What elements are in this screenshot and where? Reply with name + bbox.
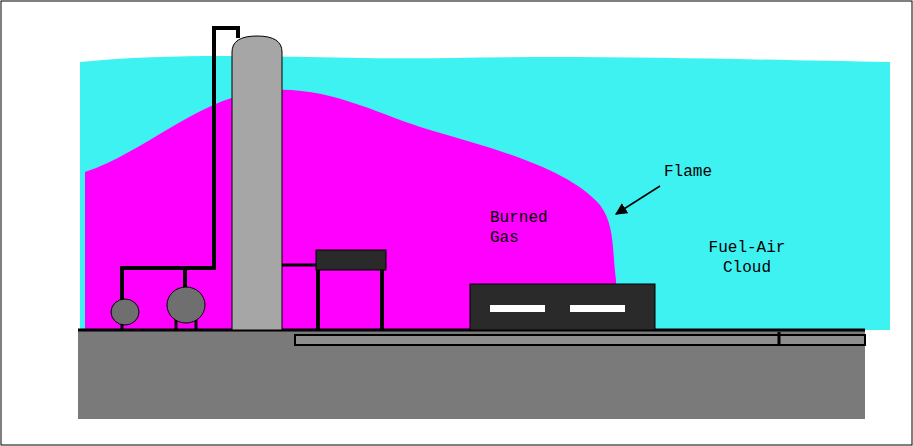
- rack-leg: [316, 270, 320, 330]
- storage-sphere: [111, 299, 139, 325]
- storage-sphere: [167, 287, 205, 323]
- pipe-joint: [778, 332, 781, 345]
- pipe: [122, 28, 238, 300]
- region-label: Burned Gas: [490, 208, 570, 248]
- rack-structure: [316, 250, 386, 270]
- rack-leg: [380, 270, 384, 330]
- region-label: Flame: [664, 162, 754, 182]
- window: [570, 305, 625, 312]
- window: [490, 305, 545, 312]
- fuel-air-cloud: [80, 56, 890, 330]
- process-column: [232, 36, 282, 330]
- region-label: Fuel-Air Cloud: [697, 238, 797, 278]
- ground: [78, 331, 865, 419]
- leader-line: [616, 186, 660, 214]
- building: [470, 284, 655, 330]
- pipe: [282, 264, 318, 267]
